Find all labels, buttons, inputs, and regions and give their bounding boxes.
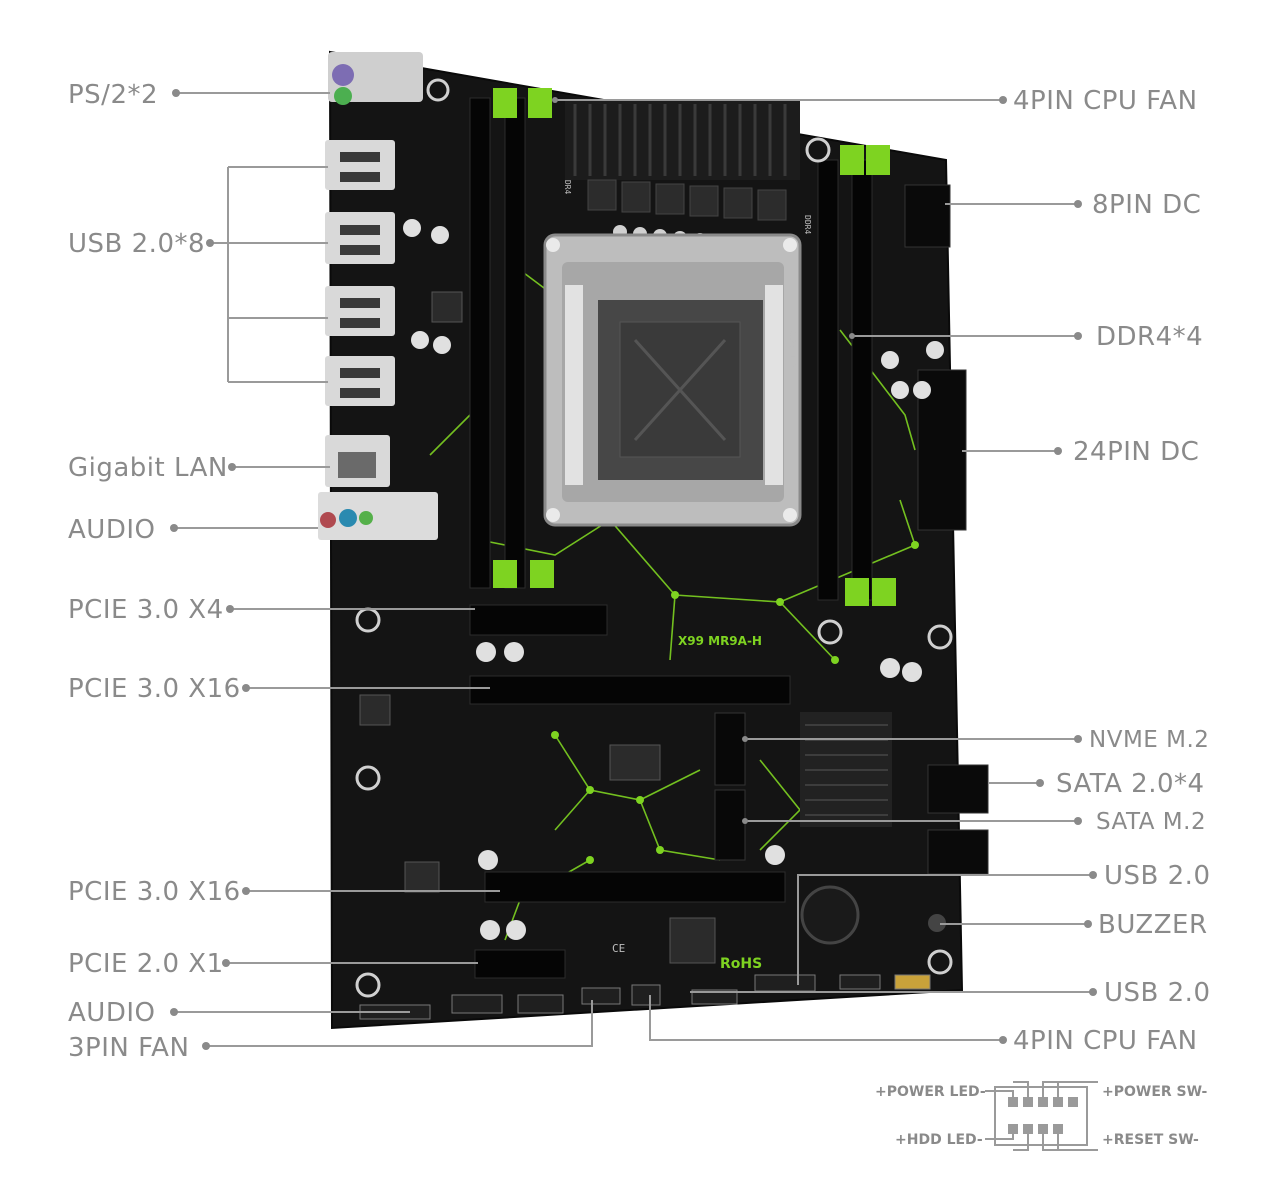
pcie-slots <box>469 604 791 979</box>
label-pcie-x4: PCIE 3.0 X4 <box>68 595 224 625</box>
front-panel-diagram: +POWER LED- +POWER SW- +HDD LED- +RESET … <box>875 1081 1207 1151</box>
cpu-socket <box>543 233 802 527</box>
motherboard: DDR4 DDR4 <box>318 50 989 1030</box>
label-24pin-dc: 24PIN DC <box>1073 437 1199 467</box>
label-usb20-a: USB 2.0 <box>1104 861 1210 891</box>
sata-ports-lower <box>927 829 989 875</box>
cmos-battery <box>800 885 860 945</box>
label-nvme-m2: NVME M.2 <box>1089 727 1209 753</box>
label-3pin-fan: 3PIN FAN <box>68 1033 189 1063</box>
label-buzzer: BUZZER <box>1098 910 1208 940</box>
pcie-x16-slot-b <box>484 871 786 903</box>
label-usb20-b: USB 2.0 <box>1104 978 1210 1008</box>
label-cpu-fan-bottom: 4PIN CPU FAN <box>1013 1026 1198 1056</box>
usb-port-1 <box>325 140 395 190</box>
label-ps2: PS/2*2 <box>68 80 158 110</box>
sata-ports-upper <box>927 764 989 814</box>
buzzer <box>928 914 946 932</box>
nvme-m2-slot <box>714 712 746 786</box>
label-audio-front: AUDIO <box>68 998 155 1028</box>
label-pcie-x1: PCIE 2.0 X1 <box>68 949 224 979</box>
leader-lines <box>174 92 1093 1047</box>
ddr4-silk-left: DDR4 <box>563 175 572 194</box>
label-pcie-x16-b: PCIE 3.0 X16 <box>68 877 241 907</box>
connector-8pin <box>904 184 951 248</box>
board-model: X99 MR9A-H <box>678 634 762 648</box>
ps2-port-icon <box>332 64 354 86</box>
leader-dots <box>170 89 1097 1050</box>
label-sata-ports: SATA 2.0*4 <box>1056 769 1205 799</box>
usb-port-4 <box>325 356 395 406</box>
label-ddr4: DDR4*4 <box>1096 322 1203 352</box>
label-8pin-dc: 8PIN DC <box>1092 190 1201 220</box>
pcie-x1-slot <box>474 949 566 979</box>
label-hdd-led: +HDD LED- <box>895 1132 983 1148</box>
label-power-led: +POWER LED- <box>875 1084 986 1100</box>
rear-io <box>318 52 438 540</box>
pcie-x4-slot <box>469 604 608 636</box>
labels-left: PS/2*2 USB 2.0*8 Gigabit LAN AUDIO PCIE … <box>68 80 241 1063</box>
pcie-x16-slot-a <box>469 675 791 705</box>
socket-silk: LGA2011-3 <box>788 325 797 369</box>
label-power-sw: +POWER SW- <box>1102 1084 1207 1100</box>
label-pcie-x16-a: PCIE 3.0 X16 <box>68 674 241 704</box>
label-audio-rear: AUDIO <box>68 515 155 545</box>
usb-port-3 <box>325 286 395 336</box>
usb-port-2 <box>325 212 395 264</box>
ddr4-silk-right: DDR4 <box>803 215 812 234</box>
label-gigabit-lan: Gigabit LAN <box>68 453 228 483</box>
label-sata-m2: SATA M.2 <box>1096 809 1206 835</box>
dimm-slots-right <box>817 145 896 606</box>
ce-mark: CE <box>612 942 625 955</box>
labels-right: 4PIN CPU FAN 8PIN DC DDR4*4 24PIN DC NVM… <box>1013 86 1210 1056</box>
label-cpu-fan-top: 4PIN CPU FAN <box>1013 86 1198 116</box>
dimm-slots-left <box>469 88 554 589</box>
label-usb20x8: USB 2.0*8 <box>68 229 205 259</box>
rohs-mark: RoHS <box>720 956 762 972</box>
sata-m2-slot <box>714 789 746 861</box>
audio-jack-block <box>318 492 438 540</box>
chipset-heatsink <box>800 712 892 827</box>
label-reset-sw: +RESET SW- <box>1102 1132 1199 1148</box>
